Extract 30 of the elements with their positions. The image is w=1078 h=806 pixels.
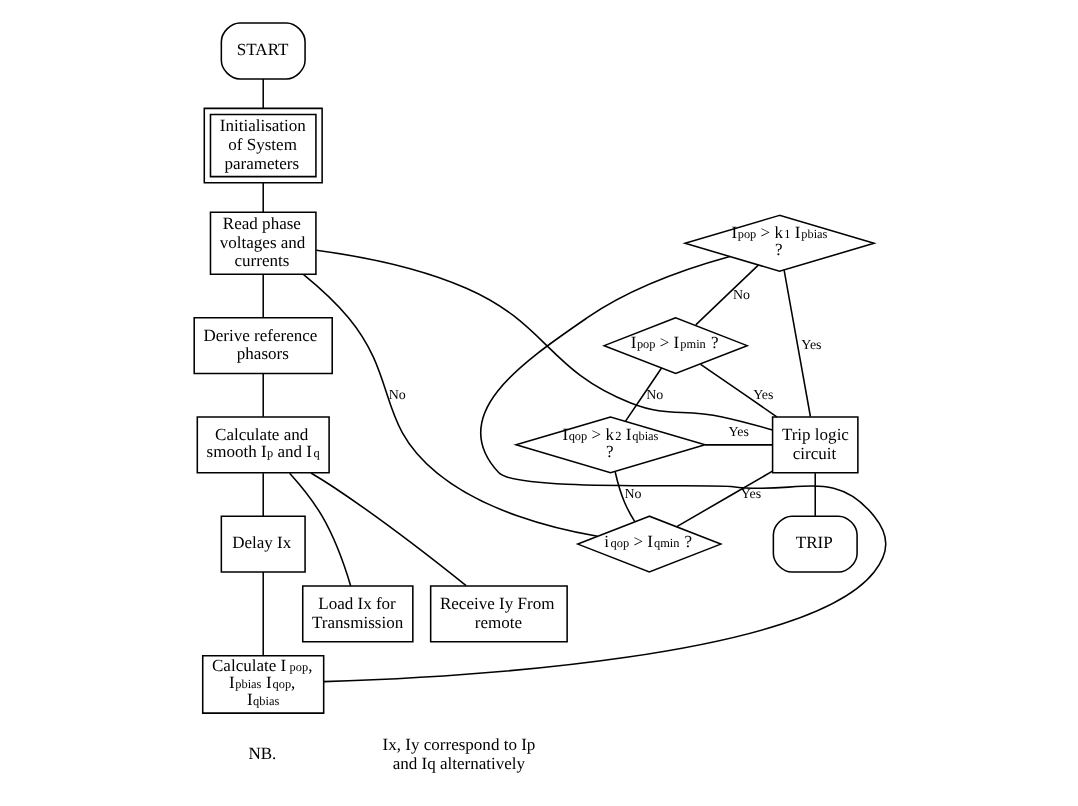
label: NB.: [247, 743, 276, 764]
connector: [309, 472, 466, 587]
connector: [782, 269, 811, 418]
node-box: TRIP: [771, 515, 857, 573]
label: Ix, Iy correspond to Ip and Iq alternatively: [381, 734, 535, 773]
connector: [261, 78, 263, 109]
node-box: START: [219, 22, 305, 80]
node-box: Receive Iy From remote: [428, 585, 567, 643]
connector: [675, 470, 773, 528]
connector: [623, 367, 662, 422]
connector: [694, 264, 758, 326]
connector: [261, 373, 263, 418]
connector: [703, 444, 772, 446]
node-box: Derive reference phasors: [192, 316, 332, 375]
node-box: Delay Ix: [219, 515, 305, 573]
connector: [813, 472, 815, 517]
connector: [261, 182, 263, 213]
node-box: Trip logic circuit: [770, 416, 858, 474]
node-box: Load Ix for Transmission: [300, 585, 413, 643]
connector: [261, 472, 263, 517]
connector: [261, 273, 263, 319]
connector: [287, 472, 351, 587]
connector: [613, 471, 635, 523]
node-box: Initialisation of System parameters: [202, 107, 322, 184]
connector: [314, 249, 773, 431]
connector: [261, 571, 263, 657]
connector: [322, 255, 886, 683]
connector: [301, 273, 598, 538]
node-box: Read phase voltages and currents: [208, 211, 316, 276]
connector: [698, 363, 777, 418]
